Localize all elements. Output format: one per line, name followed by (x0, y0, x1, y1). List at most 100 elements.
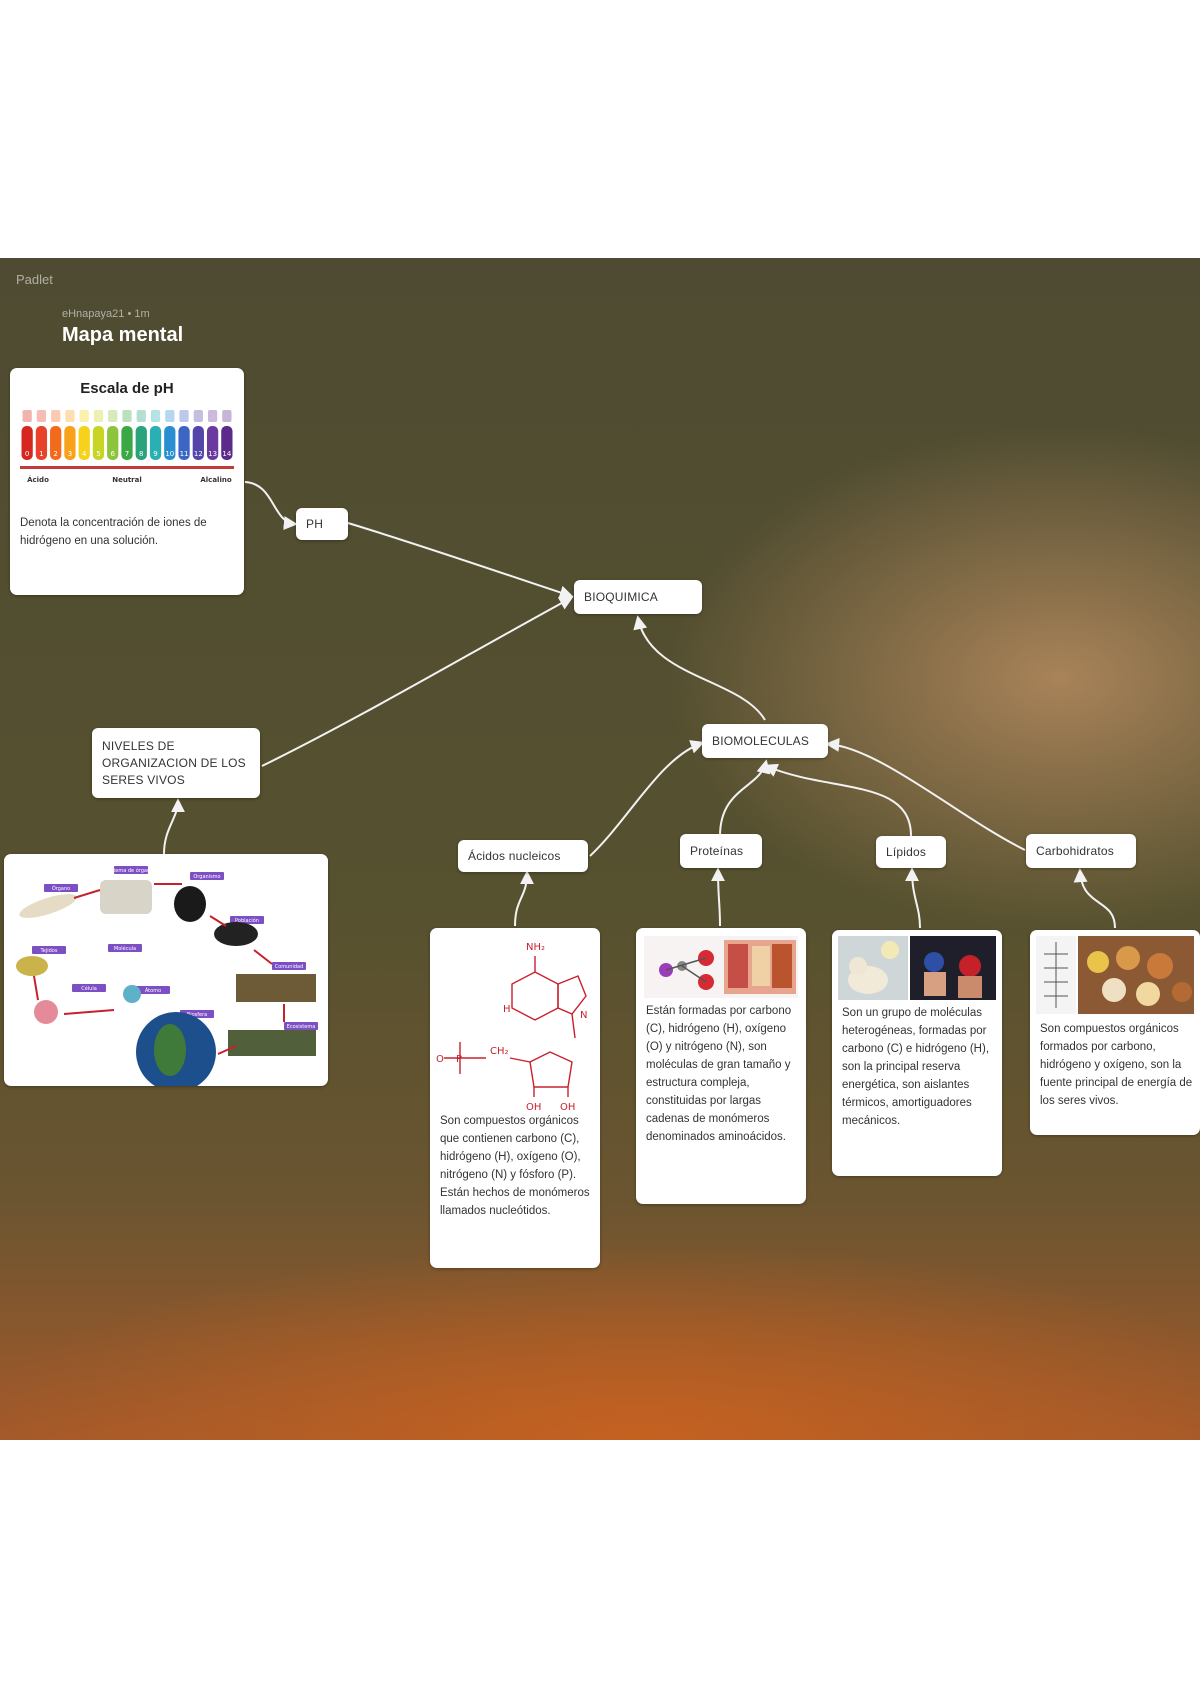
node-niveles[interactable]: NIVELES DE ORGANIZACION DE LOS SERES VIV… (92, 728, 260, 798)
ph-sample-8 (136, 410, 146, 422)
author-line: eHnapaya21 • 1m (62, 308, 150, 320)
node-carbohidratos[interactable]: Carbohidratos (1026, 834, 1136, 868)
node-biomoleculas[interactable]: BIOMOLECULAS (702, 724, 828, 758)
svg-text:Organismo: Organismo (193, 874, 220, 880)
nh2-label: NH₂ (526, 942, 545, 953)
ph-tube-5 (92, 426, 105, 460)
connector-proteinas-card-to-proteinas (711, 867, 726, 927)
ph-tube-3 (64, 426, 76, 460)
ph-number-10: 10 (165, 450, 174, 458)
svg-text:Órgano: Órgano (52, 885, 70, 892)
ph-sample-7 (122, 410, 132, 422)
ph-sample-5 (93, 410, 104, 422)
ph-number-12: 12 (194, 450, 203, 458)
level-tag-6: Átomo (136, 986, 170, 994)
skeleton-image (100, 880, 152, 914)
ph-number-8: 8 (139, 450, 143, 458)
ph-scale-label-0: Ácido (27, 475, 49, 484)
ph-sample-2 (51, 410, 61, 422)
nitrogen-label: N (580, 1010, 587, 1021)
connector-ph-to-bioquimica (347, 522, 574, 600)
ph-tube-7 (121, 426, 133, 460)
acidos-description: Son compuestos orgánicos que contienen c… (440, 1115, 590, 1217)
carbohidratos-card[interactable]: Son compuestos orgánicos formados por ca… (1030, 930, 1200, 1135)
ph-tube-12 (192, 426, 204, 460)
lipidos-description: Son un grupo de moléculas heterogéneas, … (842, 1007, 990, 1127)
ph-number-1: 1 (39, 450, 43, 458)
proteinas-card[interactable]: Están formadas por carbono (C), hidrógen… (636, 928, 806, 1204)
connector-niveles-to-bioquimica (261, 596, 574, 767)
ph-sample-0 (22, 410, 32, 422)
svg-text:Ecosistema: Ecosistema (287, 1024, 316, 1030)
ph-sample-6 (108, 410, 118, 422)
ph-scale-label-1: Neutral (112, 476, 142, 484)
connector-niveles-card-to-niveles (163, 798, 185, 855)
node-proteinas[interactable]: Proteínas (680, 834, 762, 868)
ph-sample-4 (79, 410, 89, 422)
panther-image (214, 922, 258, 946)
level-tag-4: Tejidos (32, 946, 66, 954)
ph-caption: Denota la concentración de iones de hidr… (20, 517, 207, 547)
ph-number-0: 0 (25, 450, 29, 458)
ph-number-2: 2 (53, 450, 57, 458)
ph-number-13: 13 (208, 450, 217, 458)
connector-acidos-card-to-acidos (514, 870, 534, 927)
ecosystem-image (228, 1030, 316, 1056)
proteinas-image (644, 936, 798, 998)
node-bioquimica[interactable]: BIOQUIMICA (574, 580, 702, 614)
ph-sample-11 (179, 410, 189, 422)
level-arrow-3 (253, 949, 273, 965)
ph-number-3: 3 (68, 450, 72, 458)
ph-arrow-bar (20, 466, 234, 469)
level-arrow-0 (73, 889, 101, 899)
level-arrow-2 (209, 915, 227, 927)
ph-sample-10 (165, 410, 175, 422)
node-acidos-nucleicos[interactable]: Ácidos nucleicos (458, 840, 588, 872)
board-title: Mapa mental (62, 324, 184, 346)
connector-ph-card-to-ph (244, 481, 298, 530)
ph-number-4: 4 (82, 450, 87, 458)
molecule-image (123, 985, 141, 1003)
lipidos-card[interactable]: Son un grupo de moléculas heterogéneas, … (832, 930, 1002, 1176)
ph-number-14: 14 (222, 450, 231, 458)
ph-tube-0 (21, 426, 33, 460)
connector-carbohidratos-to-biomoleculas (825, 737, 1026, 851)
community-image (236, 974, 316, 1002)
ph-tube-6 (107, 426, 119, 460)
ph-sample-3 (65, 410, 75, 422)
nucleotide-structure-image: NH₂ OH OH CH₂ P O H N (436, 942, 587, 1112)
ph-tube-14 (221, 426, 233, 460)
svg-text:Biosfera: Biosfera (187, 1012, 207, 1018)
carbohidratos-image (1036, 936, 1194, 1014)
acidos-card[interactable]: NH₂ OH OH CH₂ P O H N Son compuestos org… (430, 928, 600, 1268)
level-arrow-6 (63, 1009, 115, 1015)
svg-text:Comunidad: Comunidad (275, 964, 304, 970)
ph-sample-13 (207, 410, 218, 422)
lipidos-image (838, 936, 996, 1000)
svg-text:Tejidos: Tejidos (40, 948, 58, 954)
ph-tube-10 (164, 426, 176, 460)
gorilla-image (174, 886, 206, 922)
connector-lines (163, 481, 1116, 929)
hydrogen-label: H (503, 1004, 511, 1015)
level-arrow-5 (217, 1045, 237, 1055)
node-ph[interactable]: PH (296, 508, 348, 540)
svg-text:Célula: Célula (81, 985, 97, 992)
padlet-logo[interactable]: Padlet (16, 272, 53, 287)
oxygen-label: O (436, 1054, 444, 1065)
level-tag-5: Molécula (108, 944, 142, 952)
connector-lipidos-to-biomoleculas (763, 763, 912, 837)
ph-sample-9 (150, 410, 161, 422)
ph-tube-1 (35, 426, 48, 460)
level-tag-0: Órgano (44, 884, 78, 892)
ph-number-7: 7 (125, 450, 129, 458)
svg-text:Población: Población (235, 917, 259, 924)
ph-sample-14 (222, 410, 232, 422)
node-lipidos[interactable]: Lípidos (876, 836, 946, 868)
bone-image (19, 894, 77, 918)
oh-label-2: OH (560, 1102, 575, 1112)
oh-label-1: OH (526, 1102, 541, 1112)
